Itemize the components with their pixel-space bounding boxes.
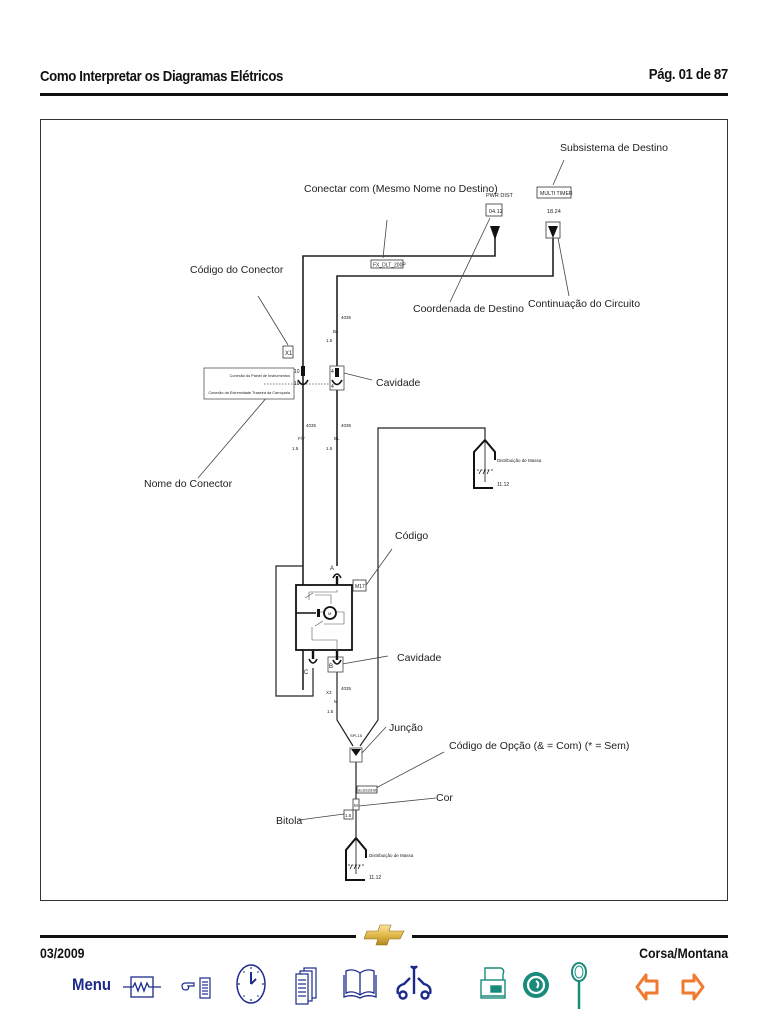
printer-icon[interactable] [479, 966, 509, 1002]
arrow-right-icon[interactable] [681, 973, 705, 1001]
diagram-frame [40, 119, 728, 901]
footer-model: Corsa/Montana [639, 945, 728, 961]
book-icon[interactable] [343, 967, 377, 999]
footer-divider-left [40, 935, 356, 938]
eye-icon[interactable] [521, 970, 551, 1000]
car-tools-icon[interactable] [394, 964, 434, 1002]
chevrolet-logo-icon [364, 924, 405, 946]
magnifier-icon[interactable] [569, 961, 589, 1011]
index-pointer-icon[interactable] [180, 976, 214, 1000]
menu-button[interactable]: Menu [72, 975, 112, 994]
resistor-icon[interactable] [123, 975, 161, 999]
arrow-left-icon[interactable] [635, 973, 659, 1001]
footer-date: 03/2009 [40, 945, 85, 961]
footer-divider-right [412, 935, 728, 938]
header-divider [40, 93, 728, 96]
page-title: Como Interpretar os Diagramas Elétricos [40, 68, 284, 85]
documents-icon[interactable] [294, 966, 318, 1006]
clock-icon[interactable] [235, 962, 267, 1006]
page-number: Pág. 01 de 87 [648, 66, 728, 83]
